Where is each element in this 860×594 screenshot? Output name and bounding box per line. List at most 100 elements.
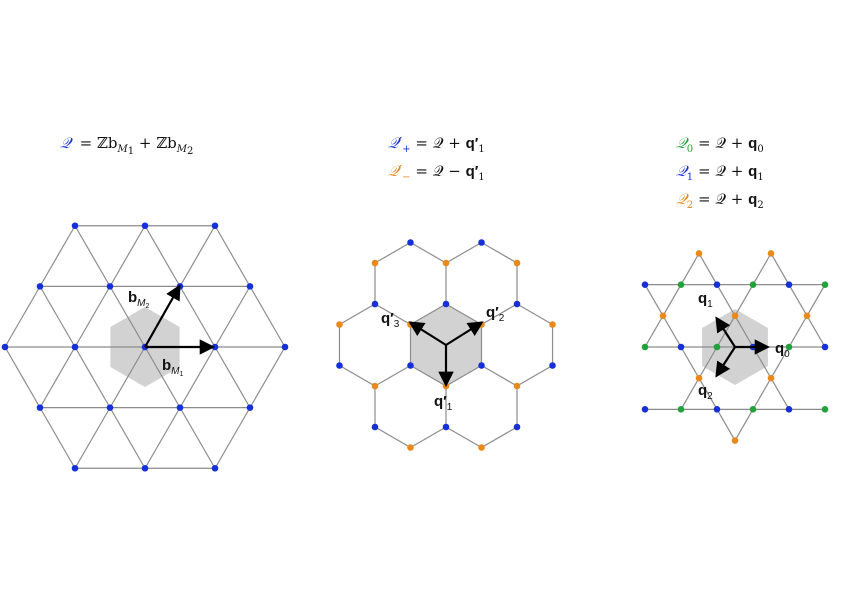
kagome-edge [680,253,700,285]
honeycomb-site [478,444,485,451]
kagome-edge [662,284,682,317]
kagome-edge [752,253,772,285]
label-b1-sub: M [171,366,180,377]
honeycomb-site [513,300,521,308]
label-q3-sub: 3 [394,319,400,330]
kagome-edge [806,284,826,317]
lattice-edge [39,286,76,348]
lattice-edge [249,286,286,348]
honeycomb-site [336,362,343,369]
honeycomb-site [407,444,414,451]
kagome-site [677,281,685,288]
lattice-site [106,283,114,290]
lattice-site [246,404,254,411]
honeycomb-edge [339,364,376,387]
q0-symbol: 𝒬 [676,134,689,152]
q-plus-sub: + [402,144,410,155]
eq-rhs-1: = ℤb [80,134,118,152]
label-kq2: q2 [698,382,713,402]
equation-q: 𝒬 = ℤbM1 + ℤbM2 [60,134,193,158]
label-q2-main: q′ [486,304,499,321]
honeycomb-edge [445,303,482,326]
label-q3-main: q′ [381,310,394,327]
label-kq1-main: q [698,290,707,307]
kagome-site [767,250,775,257]
lattice-site [141,464,149,472]
q0-vec: q [748,135,757,152]
kagome-edge [770,377,790,410]
label-kq1: q1 [698,290,713,310]
label-q2-sub: 2 [499,313,505,324]
honeycomb-edge [374,426,411,449]
q2-rhs: = 𝒬 + [698,190,748,208]
honeycomb-site [549,362,556,369]
eq-rhs-sub2-2: 2 [187,146,193,157]
arrow-b2 [144,284,181,348]
honeycomb-site [371,300,379,308]
label-b2: bM2 [128,289,150,310]
honeycomb-edge [410,426,447,449]
equation-q1: 𝒬1 = 𝒬 + q1 [676,162,764,184]
honeycomb-site [407,239,414,246]
q-minus-vec: q′ [466,163,479,180]
label-q1-main: q′ [434,393,447,410]
lattice-site [211,464,219,472]
honeycomb-edge [445,241,482,264]
label-b1-sub2: 1 [180,371,184,378]
kagome-edge [644,284,664,317]
kagome-site [695,374,703,382]
kagome-site [713,406,721,413]
q0-rhs: = 𝒬 + [698,134,748,152]
kagome-site [767,374,775,382]
lattice-site [36,404,44,411]
honeycomb-edge [481,426,518,449]
lattice-site [211,343,219,351]
honeycomb-site [442,300,450,308]
label-kq2-sub: 2 [707,391,713,402]
lattice-edge [144,346,181,408]
kagome-edge [752,377,772,410]
kagome-edge [680,346,700,379]
lattice-edge [109,346,146,408]
kagome-edge [698,253,718,285]
lattice-site [106,404,114,411]
lattice-site [246,283,254,290]
label-q1: q′1 [434,393,453,413]
kagome-site [641,406,649,413]
equation-q2: 𝒬2 = 𝒬 + q2 [676,190,764,212]
kagome-edge [716,409,736,441]
q-symbol: 𝒬 [60,134,73,152]
q1-sym-sub: 1 [687,172,693,183]
honeycomb-site [371,382,379,390]
label-kq2-main: q [698,382,707,399]
lattice-edge [179,346,216,408]
kagome-site [641,343,649,351]
honeycomb-edge [516,303,553,326]
lattice-edge [179,225,216,287]
q2-vec-sub: 2 [757,200,763,211]
arrow-q1 [715,316,736,348]
q-minus-sub: − [402,172,410,183]
q1-symbol: 𝒬 [676,162,689,180]
q1-rhs: = 𝒬 + [698,162,748,180]
honeycomb-site [549,321,556,328]
lattice-edge [39,346,76,408]
lattice-edge [74,407,111,469]
q-plus-rhs: = 𝒬 + [415,134,465,152]
kagome-edge [788,315,808,348]
kagome-site [713,343,721,351]
lattice-site [71,464,79,472]
kagome-site [749,281,757,288]
honeycomb-edge [339,303,376,326]
q-plus-vec-sub: 1 [478,144,484,155]
lattice-site [36,283,44,290]
lattice-edge [144,407,181,469]
kagome-site [821,281,829,288]
label-q3: q′3 [381,310,400,330]
label-kq0-sub: 0 [784,349,790,360]
q-minus-vec-sub: 1 [478,172,484,183]
kagome-site [821,406,829,413]
kagome-site [731,437,739,444]
lattice-edge [4,286,41,348]
eq-rhs-sub2-1: 1 [128,146,134,157]
